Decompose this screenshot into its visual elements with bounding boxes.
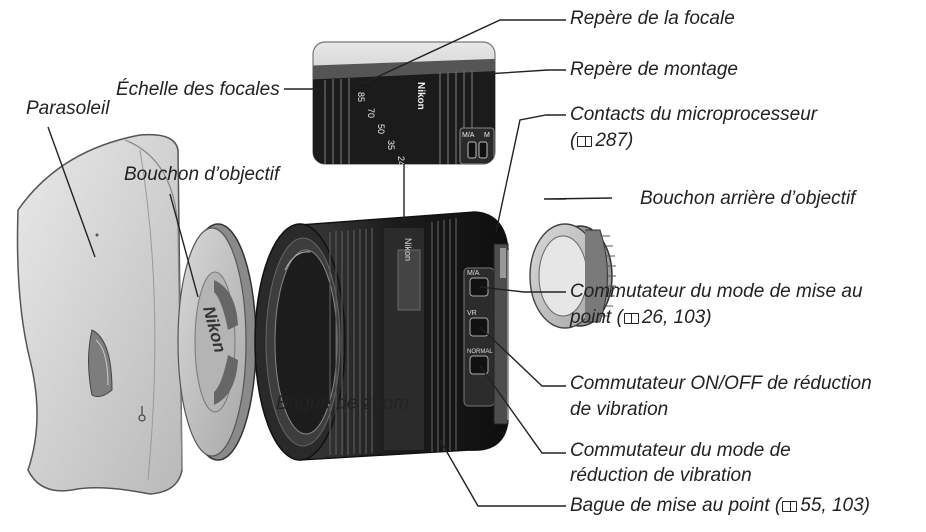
leader-rear-cap [543, 197, 613, 200]
label-vr-onoff-1: Commutateur ON/OFF de réduction [570, 373, 872, 394]
leader-cpu-contacts [495, 114, 566, 233]
label-mount-mark: Repère de montage [570, 59, 738, 80]
label-vr-mode-1: Commutateur du mode de [570, 440, 791, 461]
switch-normal-print: NORMAL [467, 349, 493, 355]
leader-focus-mode [479, 286, 566, 293]
label-focus-mode-1: Commutateur du mode de mise au [570, 281, 863, 302]
lens-body: Nikon M/A VR NORMAL [254, 211, 509, 461]
label-lens-cap: Bouchon d’objectif [124, 164, 280, 185]
leader-focus-ring [439, 439, 566, 507]
label-focus-ring: Bague de mise au point (55, 103) [570, 495, 870, 516]
page-ref-icon [577, 136, 593, 147]
inset-switch-m: M [484, 132, 490, 139]
leader-vr-onoff [479, 326, 566, 387]
label-focus-mode-2: point (26, 103) [570, 307, 712, 328]
label-focal-scale: Échelle des focales [116, 79, 280, 100]
switch-vr-print: VR [467, 310, 477, 317]
inset-switch-ma: M/A [462, 132, 475, 139]
label-cpu-contacts: Contacts du microprocesseur [570, 104, 818, 125]
inset-scale-35: 35 [386, 140, 396, 150]
label-vr-mode-2: réduction de vibration [570, 465, 752, 486]
page-ref-icon [782, 501, 798, 512]
inset-scale-85: 85 [356, 92, 366, 102]
label-vr-onoff-2: de vibration [570, 399, 669, 420]
leader-hood [47, 126, 96, 258]
front-lens-cap: Nikon [177, 223, 257, 461]
label-hood: Parasoleil [26, 98, 110, 119]
leader-focal-mark [361, 19, 566, 85]
leader-lines [47, 19, 613, 507]
label-zoom-ring: Bague de zoom [276, 393, 410, 414]
leader-vr-mode [479, 365, 566, 454]
inset-scale-24: 24 [396, 156, 406, 166]
switch-ma-print: M/A [467, 270, 480, 277]
page-ref-icon [623, 313, 639, 324]
leader-mount-mark [485, 69, 566, 75]
leader-lens-cap [169, 193, 199, 298]
lens-brand-print: Nikon [403, 238, 413, 261]
zoom-ring [329, 228, 373, 455]
inset-scale-70: 70 [366, 108, 376, 118]
lens-hood [16, 133, 183, 495]
rear-lens-cap [529, 223, 616, 329]
inset-brand: Nikon [415, 82, 426, 110]
focus-ring-ribs [431, 218, 457, 452]
label-rear-cap: Bouchon arrière d’objectif [640, 188, 856, 209]
label-cpu-contacts-ref: (287) [570, 130, 634, 151]
inset-closeup: 85 70 50 35 24 Nikon M/A M [312, 41, 496, 166]
inset-scale-50: 50 [376, 124, 386, 134]
label-focal-mark: Repère de la focale [570, 8, 735, 29]
